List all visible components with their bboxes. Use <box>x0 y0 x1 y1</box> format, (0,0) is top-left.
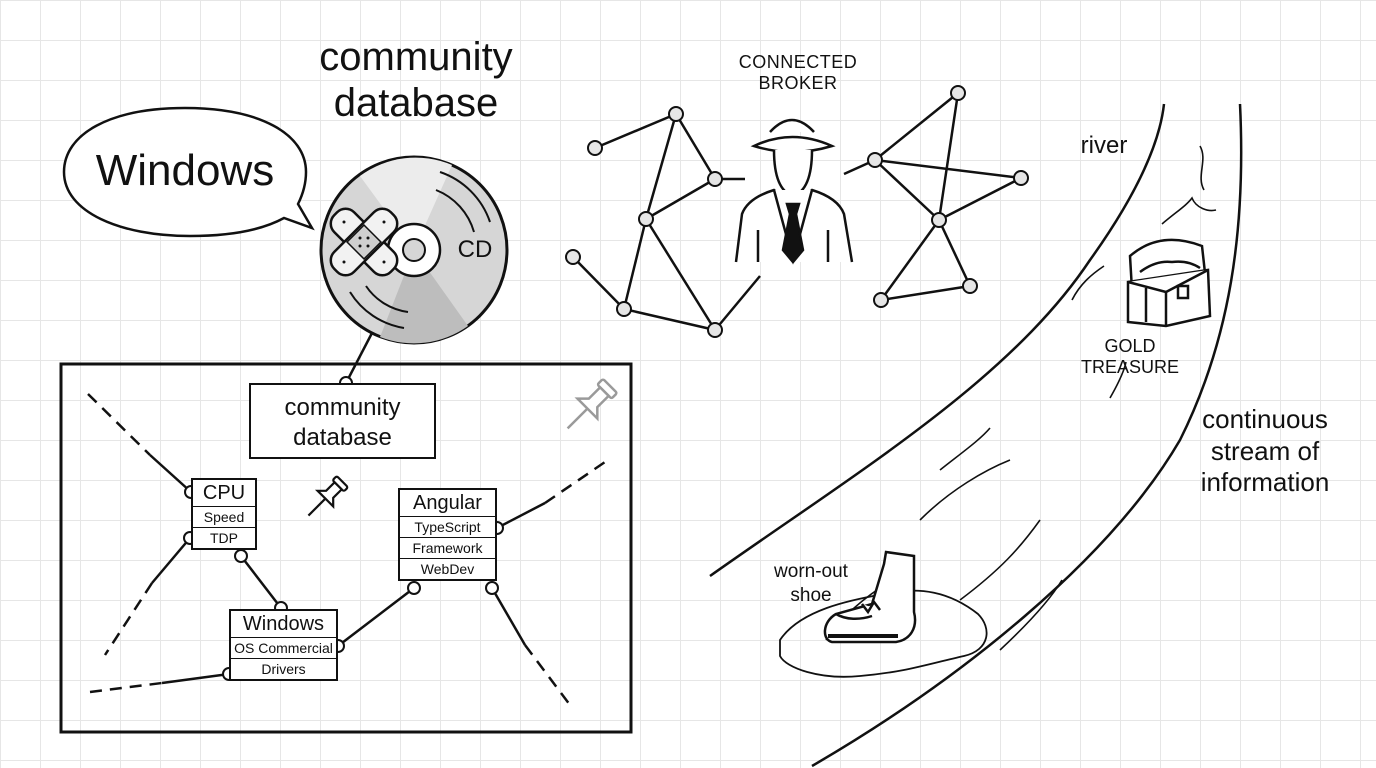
stream-label: continuous stream of information <box>1200 404 1330 498</box>
broker-man-icon <box>734 118 854 265</box>
pushpin-icon <box>566 378 618 430</box>
gold-treasure-label: GOLD TREASURE <box>1080 336 1179 377</box>
title-community-database: community database <box>319 35 513 125</box>
entity-windows-attr: OS Commercial <box>231 638 336 659</box>
entity-windows-attr: Drivers <box>261 661 306 677</box>
worn-shoe-icon <box>779 550 988 678</box>
entity-cpu-title: CPU <box>193 480 255 507</box>
river-left-bank <box>709 103 1166 578</box>
cd-disc-icon <box>319 155 509 345</box>
cd-label: CD <box>457 236 493 263</box>
diagram-frame <box>59 362 633 734</box>
community-database-box: community database <box>249 383 436 459</box>
pushpin-icon <box>307 475 349 517</box>
river-right-bank <box>811 103 1243 768</box>
entity-angular-title: Angular <box>400 490 495 517</box>
river-label: river <box>1080 132 1128 159</box>
entity-cpu-attr: TDP <box>210 530 238 546</box>
entity-angular: Angular TypeScript Framework WebDev <box>398 488 497 581</box>
entity-windows: Windows OS Commercial Drivers <box>229 609 338 681</box>
bandage-icon <box>329 207 399 277</box>
bubble-windows-text: Windows <box>95 146 275 195</box>
treasure-chest-icon <box>1126 238 1212 328</box>
entity-angular-attr: TypeScript <box>400 517 495 538</box>
speech-bubble-icon <box>62 106 315 238</box>
worn-shoe-label: worn-out shoe <box>774 561 848 606</box>
entity-windows-title: Windows <box>231 611 336 638</box>
broker-label: CONNECTED BROKER <box>738 52 858 93</box>
entity-angular-attr: Framework <box>400 538 495 559</box>
entity-cpu-attr: Speed <box>193 507 255 528</box>
entity-angular-attr: WebDev <box>420 561 475 577</box>
entity-cpu: CPU Speed TDP <box>191 478 257 550</box>
community-database-box-label: community database <box>284 394 401 451</box>
